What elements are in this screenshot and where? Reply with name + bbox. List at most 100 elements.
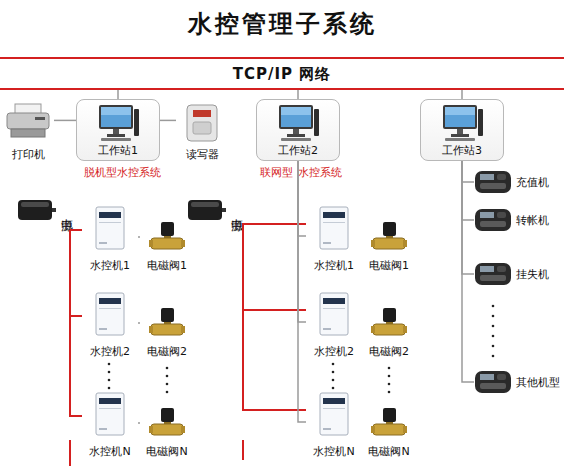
valve-icon xyxy=(371,408,407,438)
dot xyxy=(332,363,335,366)
node-label: 电磁阀2 xyxy=(369,345,409,358)
ctrl-icon-part xyxy=(99,242,107,244)
node-label: TCP/IP 网络 xyxy=(233,65,332,83)
valve-icon-part xyxy=(181,326,185,333)
power-icon-part xyxy=(18,200,52,220)
node-label: 水控机2 xyxy=(314,345,354,358)
power-icon-part xyxy=(186,197,226,223)
node-label: 工作站1 xyxy=(98,144,138,157)
valve-icon-part xyxy=(371,222,407,252)
connector-line xyxy=(462,161,474,220)
ws-icon-part xyxy=(101,107,131,115)
ws-icon-part xyxy=(281,107,311,115)
node-label: 其他机型 xyxy=(516,376,560,389)
printer-icon-part xyxy=(35,117,45,120)
valve-icon-part xyxy=(161,408,174,422)
pos-icon-part xyxy=(480,221,506,227)
ctrl-icon-part xyxy=(99,398,121,404)
ctrl-icon-part xyxy=(96,207,124,249)
ctrl-icon-part xyxy=(96,293,124,335)
connector-line xyxy=(54,120,76,122)
node-label: 电磁阀N xyxy=(146,445,187,458)
solenoid-valve-node: 电磁阀2 xyxy=(140,308,194,358)
pos-icon-part xyxy=(480,374,494,380)
valve-icon-part xyxy=(181,240,185,247)
dot xyxy=(388,367,391,370)
pos-icon-part xyxy=(480,183,506,189)
node-label: 电磁阀2 xyxy=(147,345,187,358)
ctrl-icon-part xyxy=(96,393,124,435)
ws-icon-part xyxy=(281,107,311,127)
ws-icon-part xyxy=(445,138,475,141)
power-icon-part xyxy=(52,208,56,212)
connector-line xyxy=(138,422,140,424)
system-label: 联网型 xyxy=(260,165,293,180)
ctrl-icon-part xyxy=(323,308,345,309)
valve-icon-part xyxy=(161,222,174,236)
ctrl-icon-part xyxy=(323,328,331,330)
dot xyxy=(492,325,495,328)
ws-icon-part xyxy=(99,105,133,129)
card-reader-node: 读写器 xyxy=(176,103,228,161)
terminal-node: 转帐机 xyxy=(474,206,562,234)
pos-icon-part xyxy=(475,371,511,393)
pos-icon-part xyxy=(480,174,494,180)
printer-node: 打印机 xyxy=(2,103,54,161)
water-controller-node: 水控机1 xyxy=(82,206,138,272)
printer-icon xyxy=(5,103,51,139)
valve-icon xyxy=(149,222,185,252)
ws-icon xyxy=(440,104,484,142)
reader-icon-part xyxy=(187,105,217,141)
workstation-node: 工作站3 xyxy=(420,99,504,161)
ctrl-icon-part xyxy=(95,392,125,436)
power-supply-node: 电源 xyxy=(186,190,248,230)
power-supply-node: 电源 xyxy=(16,190,78,230)
ctrl-icon-part xyxy=(99,428,107,430)
ws-icon-part xyxy=(314,109,319,136)
ws-icon-part xyxy=(443,105,477,129)
ctrl-icon-part xyxy=(323,408,345,409)
ctrl-icon-part xyxy=(323,212,345,218)
terminal-node: 其他机型 xyxy=(474,368,562,396)
printer-icon-part xyxy=(11,129,45,137)
connector-line xyxy=(160,120,176,122)
terminal-node: 挂失机 xyxy=(474,260,562,288)
power-icon-part xyxy=(16,197,56,223)
ctrl-icon-part xyxy=(323,428,331,430)
system-label: 脱机型水控系统 xyxy=(84,165,161,180)
pos-icon-part xyxy=(475,171,511,193)
connector-line xyxy=(298,161,306,322)
valve-icon-part xyxy=(149,408,185,438)
power-icon-part xyxy=(191,202,219,207)
power-icon-part xyxy=(188,200,222,220)
node-label: 打印机 xyxy=(12,148,45,161)
node-label: 电源 xyxy=(60,209,73,211)
valve-icon-part xyxy=(151,324,183,335)
valve-icon-part xyxy=(373,324,405,335)
water-controller-node: 水控机2 xyxy=(82,292,138,358)
ws-icon-part xyxy=(96,104,140,142)
dot xyxy=(166,367,169,370)
ws-icon xyxy=(276,104,320,142)
pos-icon-part xyxy=(480,212,494,218)
connector-line xyxy=(138,322,140,324)
dot xyxy=(388,391,391,394)
dot xyxy=(492,305,495,308)
ws-icon-part xyxy=(451,134,469,137)
valve-icon-part xyxy=(373,238,405,249)
connector-line xyxy=(297,90,299,99)
ws-icon xyxy=(96,104,140,142)
pos-icon-part xyxy=(474,169,512,195)
pos-icon-part xyxy=(497,174,506,180)
ws-icon-part xyxy=(279,105,313,129)
ctrl-icon xyxy=(319,292,349,336)
valve-icon-part xyxy=(149,326,153,333)
valve-icon-part xyxy=(403,426,407,433)
reader-icon-part xyxy=(193,110,211,117)
node-label: 工作站3 xyxy=(442,144,482,157)
connector-line xyxy=(138,236,140,238)
power-icon xyxy=(186,197,226,223)
water-controller-node: 水控机N xyxy=(82,392,138,458)
power-icon xyxy=(16,197,56,223)
